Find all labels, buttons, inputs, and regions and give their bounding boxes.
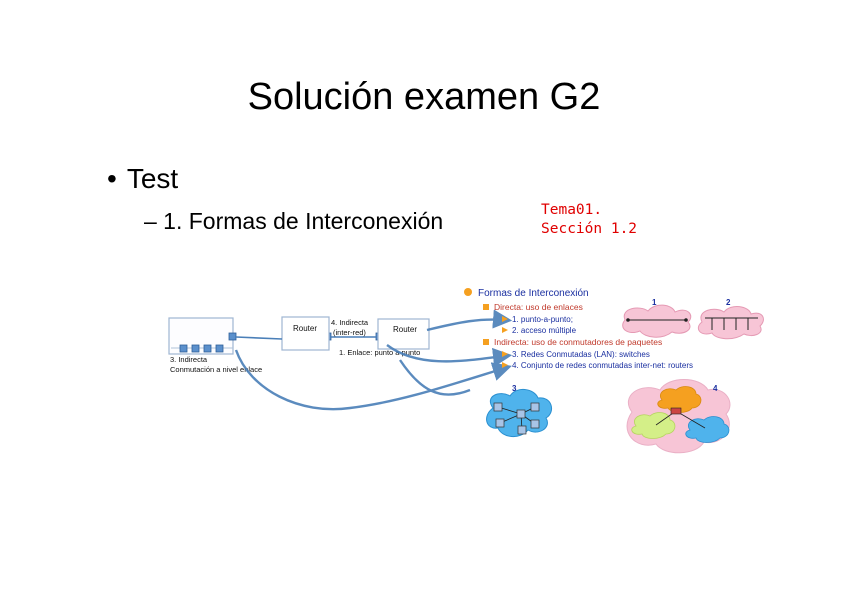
- cloud-2-multiple-access: 2: [697, 298, 764, 340]
- router-left-label: Router: [293, 324, 317, 333]
- switch-icon: [530, 402, 540, 412]
- cloud-2-icon: [697, 306, 764, 340]
- bullet-dot-icon: •: [107, 163, 117, 194]
- note-line-2: Sección 1.2: [541, 221, 638, 237]
- legend-item1: 1. punto-a-punto;: [512, 315, 573, 324]
- label-indirect-internet-1: 4. Indirecta: [331, 318, 369, 327]
- cloud-1-point-to-point: 1: [622, 298, 692, 338]
- label-link-point-to-point: 1. Enlace: punto a punto: [339, 348, 420, 357]
- cloud-3-switched-lan: 3: [486, 384, 553, 437]
- bullet-test: • Test: [107, 163, 178, 195]
- cloud-label-1: 1: [652, 298, 657, 307]
- legend-indirect: Indirecta: uso de conmutadores de paquet…: [494, 337, 662, 347]
- note-line-1: Tema01.: [541, 202, 603, 218]
- cloud-label-3: 3: [512, 384, 517, 393]
- cloud-4-internetwork: 4: [626, 379, 731, 454]
- switch-port-icon: [179, 344, 188, 353]
- bus-drops: [711, 318, 749, 330]
- switch-icon: [516, 409, 526, 419]
- switch-port-icon: [215, 344, 224, 353]
- legend-heading-bullet-icon: [464, 288, 472, 296]
- cloud-label-2: 2: [726, 298, 731, 307]
- node-icon: [626, 318, 630, 322]
- triangle-bullet-icon: [502, 327, 508, 333]
- legend-direct: Directa: uso de enlaces: [494, 302, 583, 312]
- legend-heading: Formas de Interconexión: [478, 288, 589, 299]
- triangle-bullet-icon: [502, 362, 508, 368]
- link-switch-router: [235, 336, 283, 340]
- arrow-loop: [399, 359, 471, 396]
- legend-item2: 2. acceso múltiple: [512, 326, 577, 335]
- triangle-bullet-icon: [502, 316, 508, 322]
- label-indirect-internet-2: (inter-red): [333, 328, 366, 337]
- label-indirect-link-1: 3. Indirecta: [170, 355, 208, 364]
- handwritten-note: Tema01. Sección 1.2: [541, 201, 637, 239]
- cloud-label-4: 4: [713, 384, 718, 393]
- square-bullet-icon: [483, 339, 489, 345]
- router-right-box: [377, 318, 430, 350]
- node-icon: [684, 318, 688, 322]
- lan-switches: [493, 402, 540, 435]
- orange-subnet-icon: [657, 386, 702, 413]
- triangle-bullet-icon: [502, 351, 508, 357]
- arrow-to-item4: [234, 349, 512, 411]
- switch-port-icon: [228, 332, 237, 341]
- square-bullet-icon: [483, 304, 489, 310]
- switch-icon: [495, 418, 505, 428]
- switch-port-icon: [191, 344, 200, 353]
- router-left-box: [281, 316, 330, 351]
- switch-icon: [517, 425, 527, 435]
- subbullet-formas: – 1. Formas de Interconexión: [144, 208, 444, 234]
- slide-title: Solución examen G2: [247, 76, 601, 118]
- switch-port-icon: [203, 344, 212, 353]
- switch-icon: [493, 402, 503, 412]
- link-lines: [235, 336, 376, 340]
- arrow-to-item3: [386, 344, 513, 367]
- router-right-label: Router: [393, 325, 417, 334]
- legend-item4: 4. Conjunto de redes conmutadas inter-ne…: [512, 361, 693, 370]
- cloud-1-icon: [622, 304, 692, 338]
- arrow-to-item1: [426, 309, 513, 332]
- legend-item3: 3. Redes Conmutadas (LAN): switches: [512, 350, 650, 359]
- bullet-text: Test: [126, 163, 179, 194]
- switch-icon: [530, 419, 540, 429]
- router-icon: [670, 407, 682, 415]
- connector-arrows: [234, 309, 513, 411]
- label-indirect-link-2: Conmutación a nivel enlace: [170, 365, 262, 374]
